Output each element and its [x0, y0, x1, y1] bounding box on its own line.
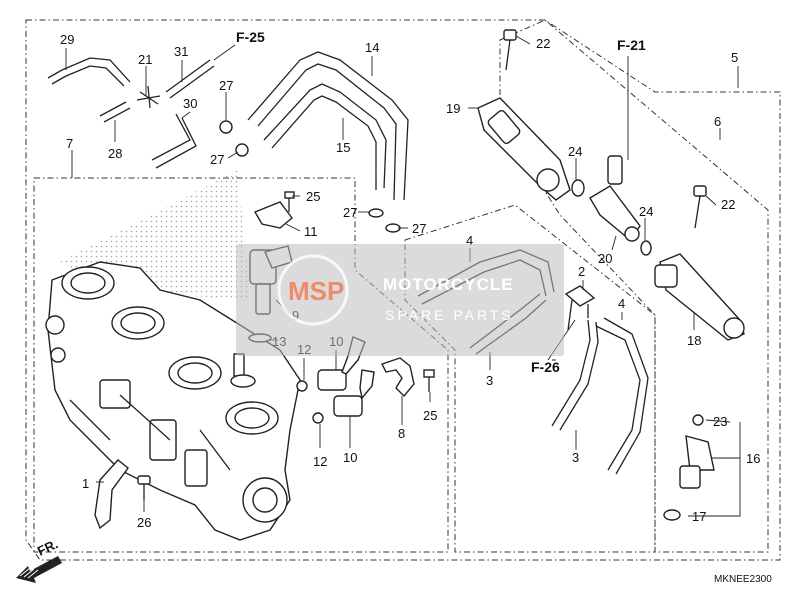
bracket-part-1	[94, 459, 129, 530]
leader-lines	[65, 35, 741, 517]
diagram-code: MKNEE2300	[714, 574, 772, 585]
injector-part-16	[679, 414, 715, 489]
bolt-part-25-upper	[284, 191, 295, 212]
clamp-part-27-c	[368, 208, 384, 218]
joint-part-10-lower	[333, 369, 375, 417]
part-label: 28	[108, 146, 122, 161]
watermark-line-2: SPARE PARTS	[385, 307, 514, 323]
part-label: 31	[174, 44, 188, 59]
seal-part-17	[663, 509, 681, 521]
outer-frame	[25, 19, 781, 561]
part-label: 17	[692, 509, 706, 524]
bracket-part-11	[253, 201, 293, 229]
watermark: MSP MOTORCYCLE SPARE PARTS	[236, 244, 564, 356]
watermark-logo: MSP	[288, 276, 344, 306]
part-label: 3	[486, 373, 493, 388]
part-label: 2	[578, 264, 585, 279]
part-labels: 29 21 31 27 30 28 27 14 15 7 25 11 9 13 …	[60, 32, 760, 530]
fuel-rail-part-19	[477, 97, 571, 201]
part-label: 3	[572, 450, 579, 465]
part-label: 22	[721, 197, 735, 212]
part-label: 22	[536, 36, 550, 51]
clamp-part-27-b	[235, 143, 249, 157]
part-label: 5	[731, 50, 738, 65]
part-label: 8	[398, 426, 405, 441]
ref-label-f26: F-26	[531, 359, 560, 375]
hose-part-30	[151, 113, 197, 169]
joint-part-2	[564, 285, 596, 331]
front-direction-arrow-icon	[16, 556, 62, 583]
hose-part-4-lower	[595, 317, 649, 475]
part-label: 18	[687, 333, 701, 348]
part-label: 24	[568, 144, 582, 159]
hose-part-28	[99, 101, 131, 123]
screw-part-26	[137, 475, 151, 500]
part-label: 29	[60, 32, 74, 47]
part-label: 27	[219, 78, 233, 93]
part-label: 12	[313, 454, 327, 469]
bolt-part-22-lower	[693, 185, 707, 229]
fuel-rail-part-18	[654, 253, 745, 341]
part-label: 19	[446, 101, 460, 116]
bolt-part-22-upper	[503, 29, 517, 71]
bolt-part-25-lower	[423, 369, 435, 392]
part-label: 26	[137, 515, 151, 530]
part-label: 25	[306, 189, 320, 204]
hose-part-29	[47, 57, 131, 87]
part-label: 4	[466, 233, 473, 248]
part-label: 23	[713, 414, 727, 429]
part-label: 21	[138, 52, 152, 67]
part-label: 25	[423, 408, 437, 423]
part-label: 27	[412, 221, 426, 236]
part-label: 27	[343, 205, 357, 220]
part-label: 20	[598, 251, 612, 266]
ref-label-f25: F-25	[236, 29, 265, 45]
clip-part-8	[381, 357, 415, 398]
joint-part-20	[589, 155, 641, 242]
joint-part-21	[136, 85, 161, 109]
part-label: 16	[746, 451, 760, 466]
direction-label: FR.	[35, 536, 60, 558]
part-label: 24	[639, 204, 653, 219]
clamp-part-27-a	[219, 120, 233, 134]
part-label: 7	[66, 136, 73, 151]
clamp-part-27-d	[385, 223, 401, 233]
part-label: 10	[343, 450, 357, 465]
ref-label-f21: F-21	[617, 37, 646, 53]
hose-part-31	[165, 59, 215, 99]
part-label: 14	[365, 40, 379, 55]
part-label: 4	[618, 296, 625, 311]
part-label: 15	[336, 140, 350, 155]
part-label: 11	[304, 224, 318, 239]
watermark-line-1: MOTORCYCLE	[383, 275, 514, 294]
part-label: 1	[82, 476, 89, 491]
part-label: 27	[210, 152, 224, 167]
hose-part-3-lower	[551, 319, 599, 431]
washer-part-12-lower	[312, 412, 324, 424]
o-ring-part-24-upper	[571, 179, 585, 197]
part-label: 6	[714, 114, 721, 129]
part-label: 30	[183, 96, 197, 111]
washer-part-12-upper	[296, 380, 308, 392]
hose-part-14	[247, 51, 409, 201]
hose-part-15	[263, 83, 387, 190]
o-ring-part-24-lower	[640, 240, 652, 256]
